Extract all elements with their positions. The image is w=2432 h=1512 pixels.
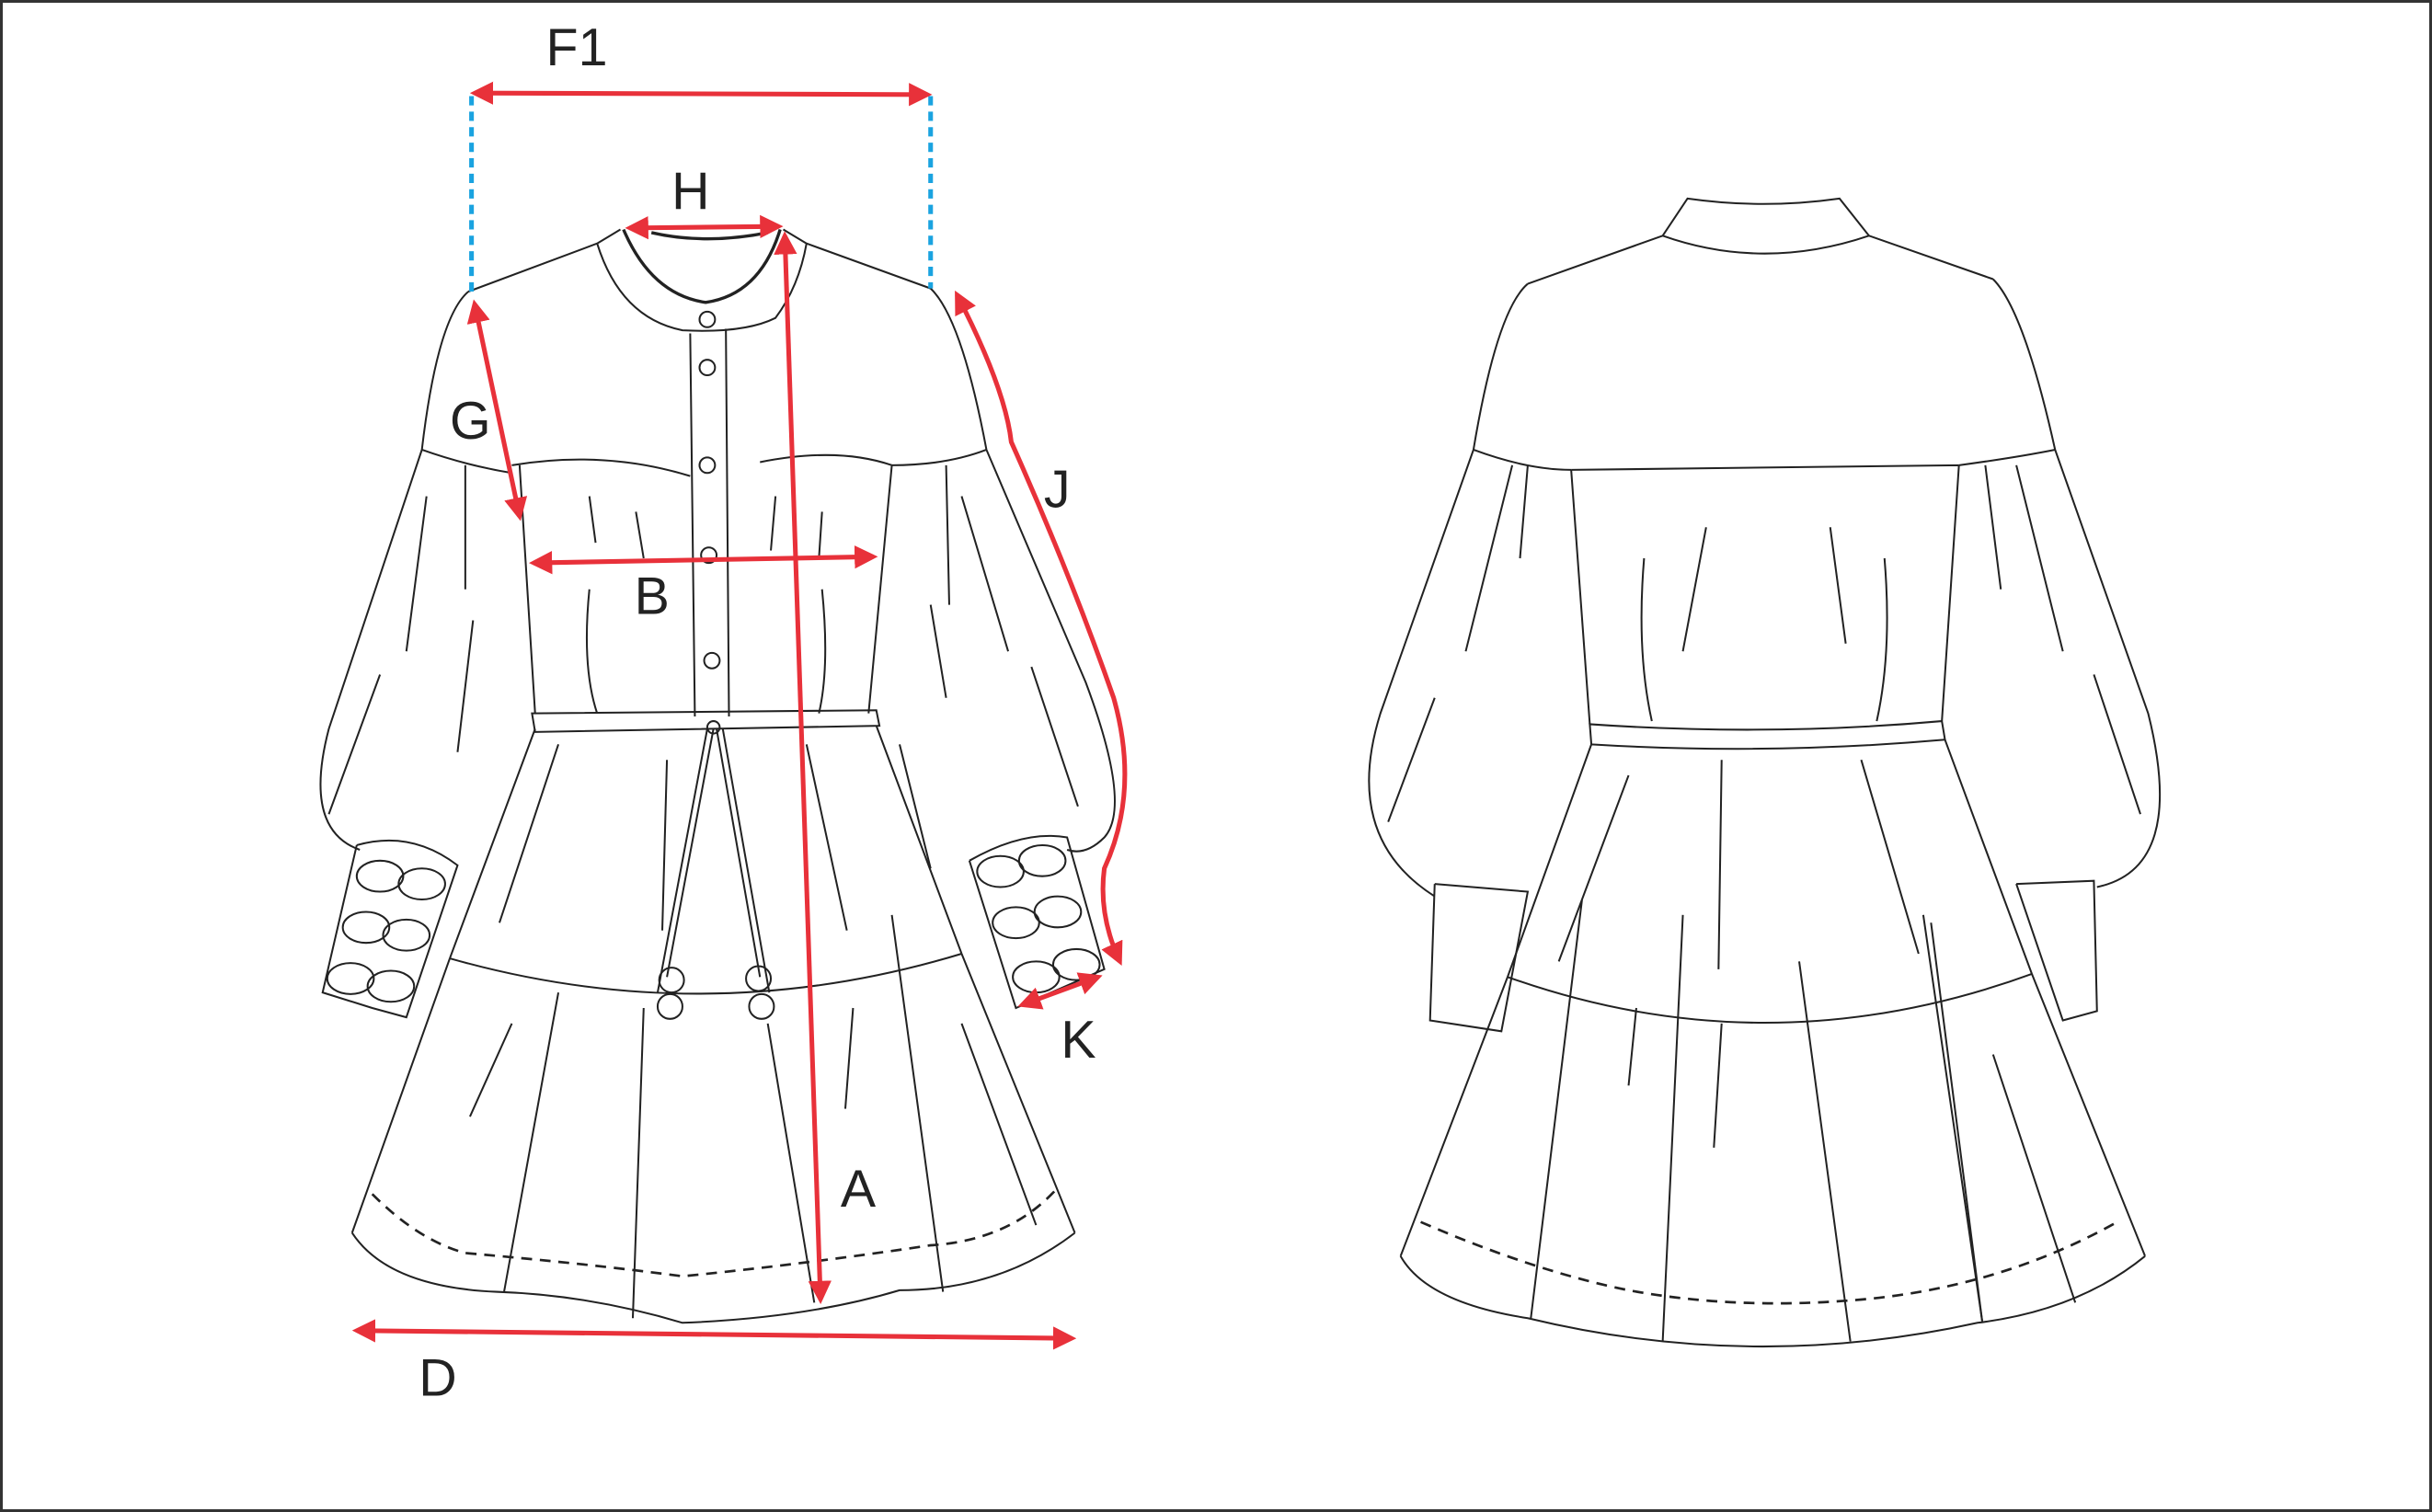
back-yoke — [1570, 464, 1960, 725]
back-left-sleeve — [1368, 282, 1572, 1033]
back-waistband — [1589, 719, 1946, 750]
front-bodice — [511, 453, 893, 714]
label-B: B — [635, 567, 670, 626]
front-belt-ties — [656, 728, 771, 993]
label-H: H — [671, 163, 709, 222]
arrow-H — [625, 214, 784, 240]
back-gathers — [1387, 464, 2141, 1342]
back-collar — [1661, 197, 1871, 255]
arrow-K — [1017, 972, 1103, 1010]
label-G: G — [450, 392, 491, 451]
front-skirt-tier1 — [449, 725, 963, 995]
label-F1: F1 — [546, 18, 608, 77]
arrow-B — [529, 545, 878, 575]
back-view — [1368, 197, 2162, 1348]
front-placket — [689, 328, 730, 717]
back-skirt — [1399, 739, 2146, 1348]
arrow-J — [955, 290, 1128, 966]
back-hem-stitch — [1420, 1220, 2118, 1305]
measurement-labels: F1 H G B J A K D — [419, 18, 1096, 1408]
arrow-D — [351, 1319, 1077, 1350]
front-waistband — [531, 709, 881, 733]
front-view — [319, 228, 1983, 1324]
measurement-guides — [469, 96, 934, 292]
front-neckline-ruffle — [622, 228, 782, 304]
front-hem-stitch — [371, 1190, 1056, 1278]
measurement-arrows — [351, 81, 1128, 1350]
front-gathers — [327, 464, 1983, 1322]
back-right-sleeve — [1958, 278, 2162, 1022]
arrow-G — [466, 299, 528, 521]
arrow-A — [774, 231, 832, 1305]
label-K: K — [1061, 1011, 1096, 1070]
label-J: J — [1044, 460, 1071, 519]
front-belt-beads — [656, 720, 775, 1020]
label-A: A — [841, 1160, 877, 1219]
front-skirt-tier2 — [350, 953, 1076, 1324]
back-shoulders — [1527, 235, 1994, 285]
front-shoulders — [467, 242, 932, 292]
label-D: D — [419, 1349, 456, 1408]
front-buttons — [698, 310, 721, 670]
arrow-F1 — [469, 81, 933, 107]
